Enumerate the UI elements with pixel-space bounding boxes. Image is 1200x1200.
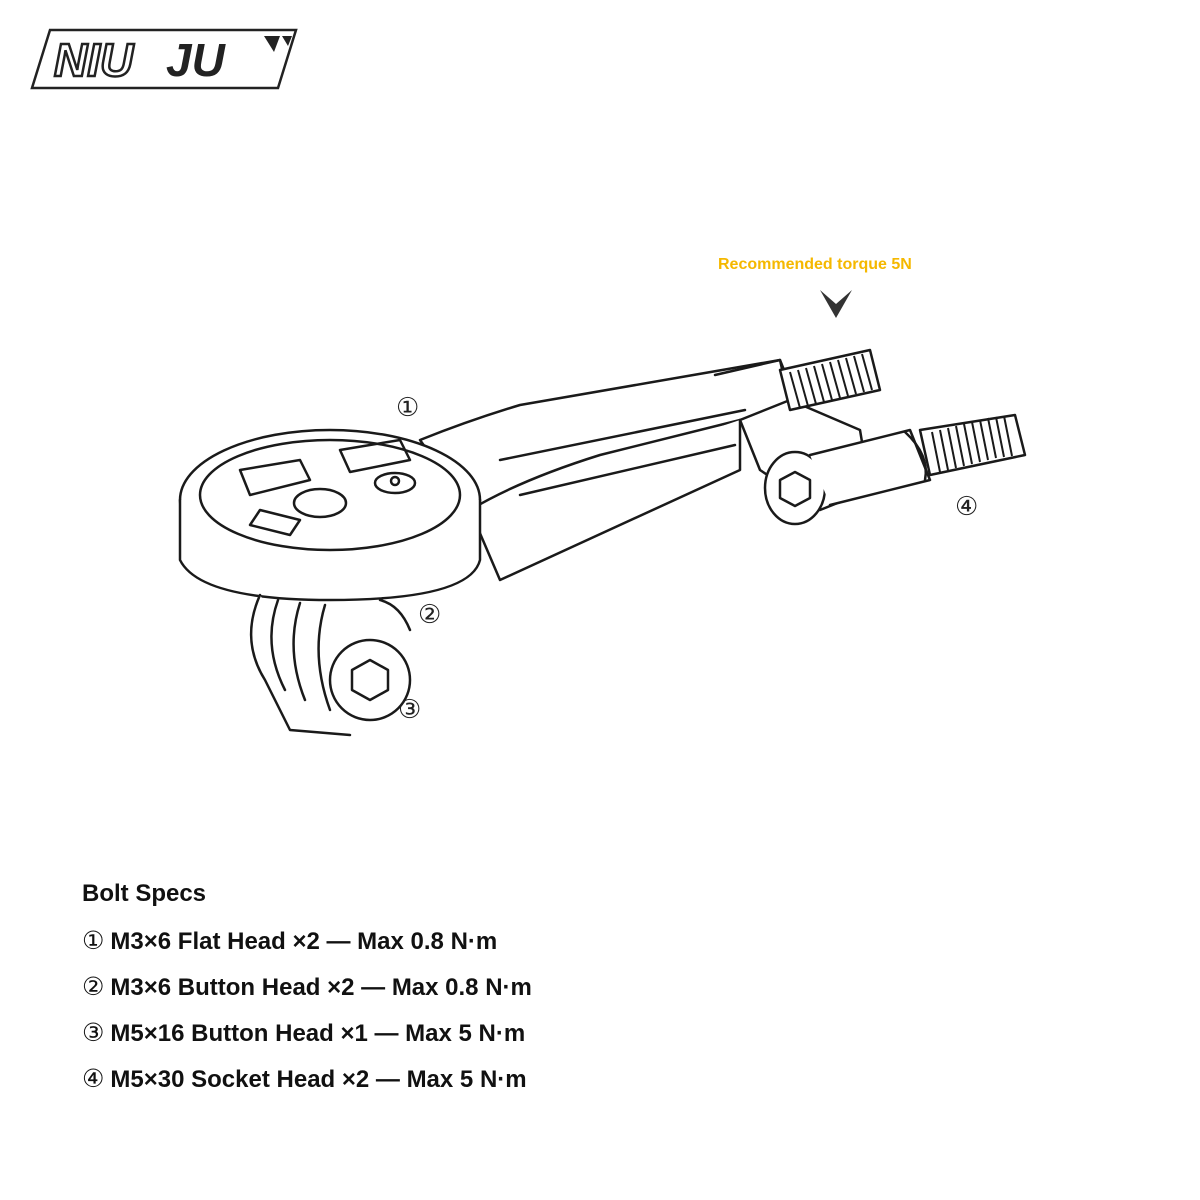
spec-text: M5×30 Socket Head ×2 — Max 5 N·m [110,1066,527,1093]
bolt-upper [778,348,882,412]
spec-number: ② [82,972,105,1001]
callout-1: ① [396,393,419,423]
logo-text-left: NIU [54,34,135,86]
spec-text: M3×6 Button Head ×2 — Max 0.8 N·m [110,974,532,1001]
spec-text: M3×6 Flat Head ×2 — Max 0.8 N·m [110,928,498,955]
lower-knob [328,638,412,722]
spec-number: ① [82,926,105,955]
callout-2: ② [418,600,441,630]
torque-note: Recommended torque 5N [718,256,912,273]
callout-4: ④ [955,492,978,522]
spec-text: M5×16 Button Head ×1 — Max 5 N·m [110,1020,526,1047]
logo-text-right: JU [166,34,227,86]
torque-arrow-icon [820,290,852,318]
callout-3: ③ [398,695,421,725]
brand-logo: NIU JU [30,28,298,90]
spec-number: ④ [82,1064,105,1093]
specs-title: Bolt Specs [82,880,207,907]
spec-number: ③ [82,1018,105,1047]
